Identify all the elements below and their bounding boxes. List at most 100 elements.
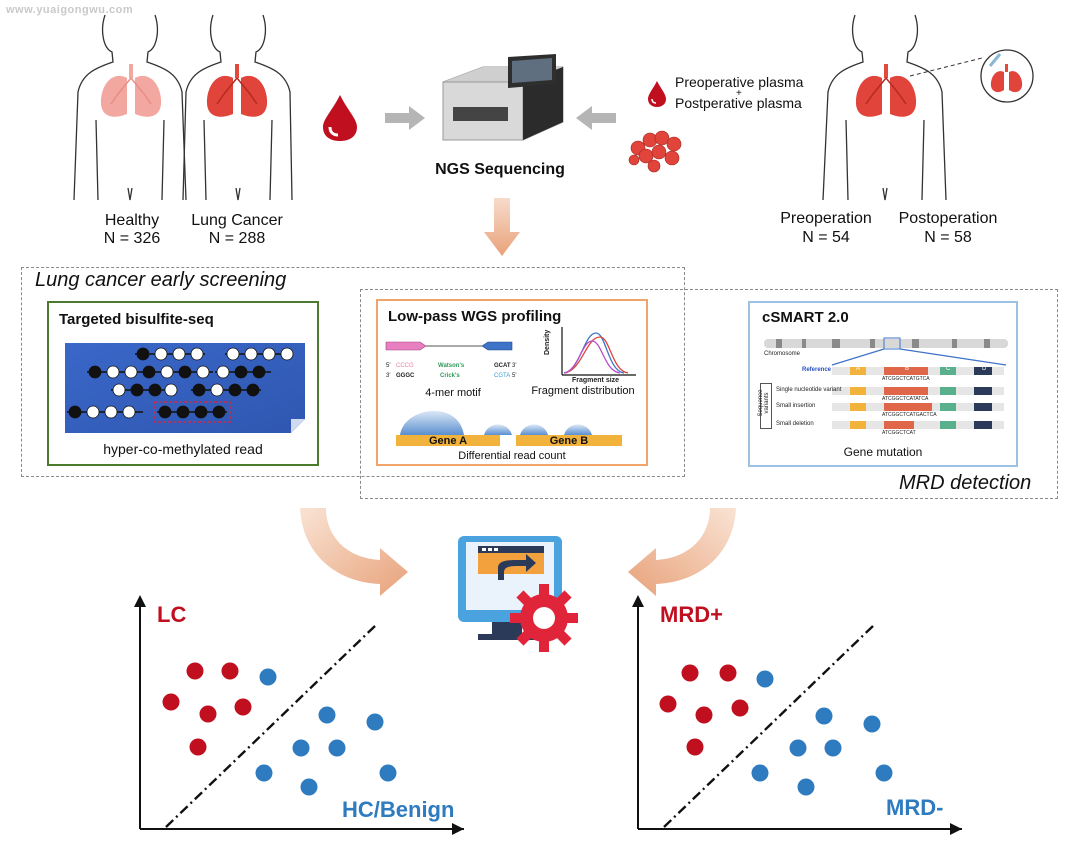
plot-point <box>681 664 699 682</box>
bisulfite-panel: Targeted bisulfite-seq hyper-co-methylat… <box>47 301 319 466</box>
read-count-caption: Differential read count <box>458 450 566 462</box>
seg-b-label: B <box>905 366 910 372</box>
arrow-down-icon <box>484 198 520 256</box>
gene-mutation-caption: Gene mutation <box>843 445 923 459</box>
seq-ins-label: ATCGGCTCATGACTCA <box>882 412 937 418</box>
screening-section <box>21 267 685 477</box>
motif-end-3: 3' <box>512 363 517 369</box>
csmart-title: cSMART 2.0 <box>762 309 849 326</box>
wgs-title: Low-pass WGS profiling <box>388 308 562 325</box>
healthy-label: Healthy <box>104 212 160 229</box>
mrd-positive-label: MRD+ <box>660 602 723 627</box>
lc-positive-points <box>162 662 252 756</box>
preoperation-count: N = 54 <box>802 229 850 246</box>
plot-point <box>756 670 774 688</box>
motif-5-prime: 5' <box>386 363 391 369</box>
healthy-lungs-icon <box>100 64 162 117</box>
plot-point <box>686 738 704 756</box>
plot-point <box>719 664 737 682</box>
blood-drop-icon <box>323 95 357 141</box>
plot-point <box>824 739 842 757</box>
plot-point <box>234 698 252 716</box>
csmart-panel: cSMART 2.0 Chromosome Reference Single n… <box>748 301 1018 467</box>
plot-point <box>221 662 239 680</box>
seq-snv-label: ATCGGCTCATATCA <box>882 396 929 402</box>
postoperation-label: Postoperation <box>898 210 998 227</box>
plot-point <box>186 662 204 680</box>
plot-point <box>300 778 318 796</box>
mrd-classification-plot <box>632 595 962 835</box>
sequence-variants-label: Sequence variants <box>758 389 770 417</box>
arrow-left-icon <box>576 106 616 130</box>
plot-point <box>751 764 769 782</box>
mrd-title: MRD detection <box>896 472 1035 495</box>
plot-point <box>863 715 881 733</box>
plot-point <box>659 695 677 713</box>
chromosome-label: Chromosome <box>764 351 801 357</box>
plot-point <box>259 668 277 686</box>
mrd-positive-points <box>659 664 749 756</box>
lc-label: LC <box>157 602 187 627</box>
motif-cgta: CGTA <box>494 373 511 379</box>
plasma-plus: + <box>736 88 742 99</box>
seq-ref-label: ATCGGCTCATGTCA <box>882 376 930 382</box>
reference-label: Reference <box>802 367 832 373</box>
motif-crick: Crick's <box>440 373 460 379</box>
plot-point <box>731 699 749 717</box>
wgs-panel: Low-pass WGS profiling 5' CCCG Watson's … <box>376 299 648 466</box>
plot-point <box>328 739 346 757</box>
cancer-lungs-icon <box>206 64 268 117</box>
mrd-negative-label: MRD- <box>886 795 944 820</box>
seg-d-label: D <box>982 366 987 372</box>
plasma-drop-icon <box>648 81 666 107</box>
hc-negative-points <box>255 668 397 796</box>
lung-cancer-label: Lung Cancer <box>191 212 283 229</box>
ngs-label: NGS Sequencing <box>435 161 565 178</box>
lung-cancer-count: N = 288 <box>208 230 266 247</box>
fragment-caption: Fragment distribution <box>531 385 635 397</box>
chromosome-graphic <box>764 337 1008 366</box>
mrd-negative-points <box>751 670 893 796</box>
hc-benign-label: HC/Benign <box>342 797 455 822</box>
bisulfite-title: Targeted bisulfite-seq <box>59 311 214 328</box>
fragment-size-axis-label: Fragment size <box>572 377 620 384</box>
methylation-reads-graphic <box>65 343 305 433</box>
plot-point <box>318 706 336 724</box>
plot-point <box>815 707 833 725</box>
motif-arrows-graphic <box>385 341 513 351</box>
fragment-density-plot <box>561 327 636 376</box>
plot-point <box>189 738 207 756</box>
postoperation-count: N = 58 <box>924 229 972 246</box>
plot-point <box>379 764 397 782</box>
bisulfite-caption: hyper-co-methylated read <box>103 441 263 457</box>
cell-cluster-icon <box>628 130 682 173</box>
healthy-count: N = 326 <box>103 230 161 247</box>
arrow-right-icon <box>385 106 425 130</box>
lc-classification-plot <box>134 595 464 835</box>
motif-gcat: GCAT <box>494 363 511 369</box>
motif-end-5: 5' <box>512 373 517 379</box>
variant-tracks-graphic <box>832 367 1004 429</box>
plot-point <box>255 764 273 782</box>
sequence-variants-bracket <box>760 383 772 429</box>
plot-point <box>797 778 815 796</box>
ngs-sequencer-icon <box>442 54 564 141</box>
preoperation-label: Preoperation <box>780 210 872 227</box>
curved-arrow-left-icon <box>300 508 408 596</box>
patient-lungs-icon <box>855 64 917 117</box>
plasma-line-1: Preoperative plasma <box>675 74 804 90</box>
insertion-label: Small insertion <box>776 403 816 409</box>
seg-c-label: C <box>946 366 951 372</box>
deletion-label: Small deletion <box>776 421 814 427</box>
plot-point <box>695 706 713 724</box>
curved-arrow-right-icon <box>628 508 736 596</box>
motif-cccg: CCCG <box>396 363 414 369</box>
watermark: www.yuaigongwu.com <box>6 4 134 16</box>
motif-watson: Watson's <box>438 363 465 369</box>
read-count-graphic <box>396 410 622 446</box>
plot-point <box>199 705 217 723</box>
gene-b-label: Gene B <box>549 435 589 447</box>
motif-gggc: GGGC <box>396 373 415 379</box>
mrd-section <box>360 289 1058 499</box>
